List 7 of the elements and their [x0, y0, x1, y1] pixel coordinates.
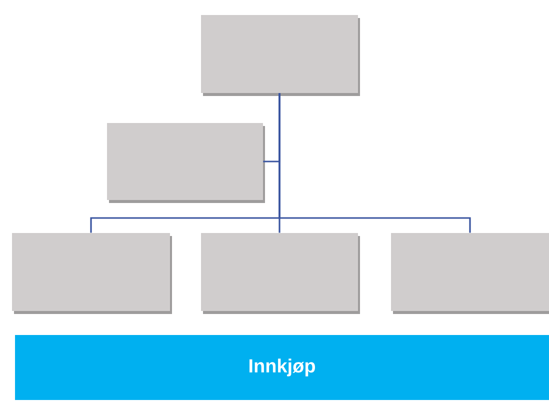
org-box [201, 15, 360, 96]
org-box [391, 233, 549, 314]
org-box [107, 123, 265, 203]
org-box [201, 233, 360, 314]
connector-line [278, 93, 471, 233]
label-band: Innkjøp [15, 335, 549, 400]
org-box [12, 233, 172, 314]
